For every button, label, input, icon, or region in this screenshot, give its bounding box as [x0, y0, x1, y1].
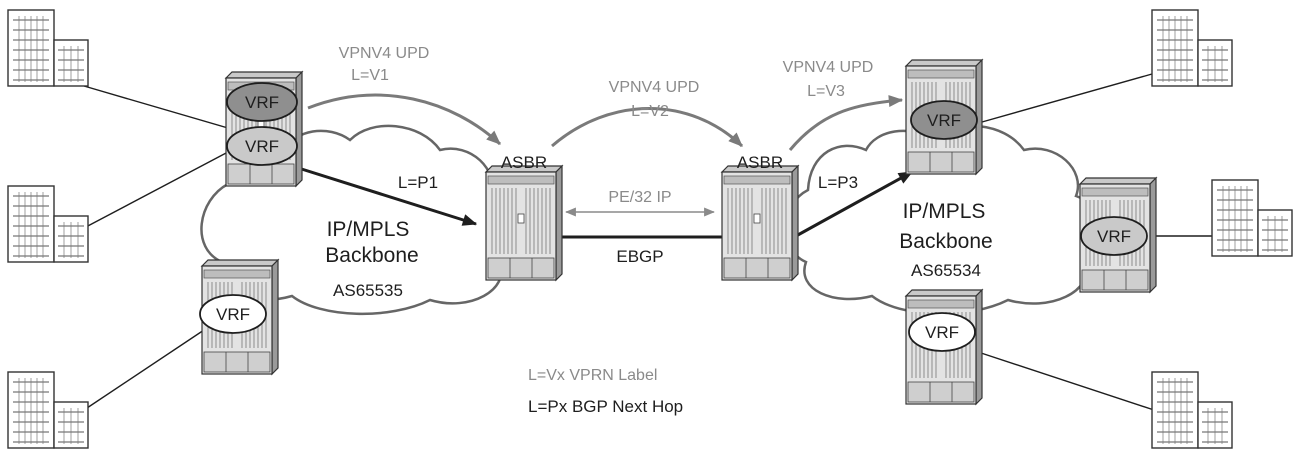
office-building-icon [7, 371, 89, 449]
vrf-label: VRF [245, 137, 279, 156]
office-building-icon [1151, 9, 1233, 87]
router-chassis-icon [485, 165, 563, 281]
vrf-label: VRF [927, 111, 961, 130]
vpnv4-v2-label: L=V2 [631, 103, 669, 120]
vrf-badge-dark [910, 100, 978, 140]
vpnv4-v3-label: L=V3 [807, 83, 845, 100]
router-chassis-icon [721, 165, 799, 281]
lp3-label: L=P3 [818, 173, 858, 192]
left-cloud-title: IP/MPLS [327, 218, 410, 241]
vpnv4-v3-title: VPNV4 UPD [783, 59, 874, 76]
router-pe-right-mid: VRF [1079, 177, 1157, 293]
asbr-right-label: ASBR [737, 153, 783, 172]
right-cloud-subtitle: Backbone [899, 230, 992, 253]
vrf-badge-light [1080, 216, 1148, 256]
link-bldg-tl [83, 85, 229, 129]
legend-vx: L=Vx VPRN Label [528, 367, 657, 384]
router-pe-right-bottom: VRF [905, 289, 983, 405]
vrf-badge-light [226, 126, 298, 166]
right-cloud-as: AS65534 [911, 261, 981, 280]
router-pe-left-bottom: VRF [199, 259, 279, 375]
left-cloud-subtitle: Backbone [325, 244, 418, 267]
vpnv4-v2-arrow [551, 107, 744, 148]
vpnv4-v2-title: VPNV4 UPD [609, 79, 700, 96]
vpnv4-v1-title: VPNV4 UPD [339, 45, 430, 62]
link-bldg-ml [83, 151, 229, 229]
vrf-label: VRF [245, 93, 279, 112]
router-asbr-right [721, 165, 799, 281]
vrf-label: VRF [216, 305, 250, 324]
office-building-icon [1211, 179, 1293, 257]
vrf-badge-white [199, 294, 267, 334]
link-bldg-bl [83, 329, 205, 411]
router-pe-left-top: VRF VRF [225, 71, 303, 187]
vpnv4-v3-arrow [788, 95, 904, 151]
office-building-icon [1151, 371, 1233, 449]
legend-px: L=Px BGP Next Hop [528, 397, 683, 416]
pe32-label: PE/32 IP [608, 189, 671, 206]
office-building-icon [7, 9, 89, 87]
access-links [83, 73, 1214, 411]
lp3-arrow [795, 170, 914, 238]
link-bldg-br [977, 351, 1155, 411]
asbr-left-label: ASBR [501, 153, 547, 172]
vpnv4-v1-label: L=V1 [351, 67, 389, 84]
left-cloud-as: AS65535 [333, 281, 403, 300]
vpnv4-v1-arrow [307, 93, 502, 146]
ebgp-label: EBGP [616, 247, 663, 266]
link-bldg-tr [981, 73, 1153, 123]
router-pe-right-top: VRF [905, 59, 983, 175]
vrf-badge-white [908, 312, 976, 352]
office-building-icon [7, 185, 89, 263]
vrf-label: VRF [1097, 227, 1131, 246]
lp1-arrow [291, 164, 478, 226]
router-asbr-left [485, 165, 563, 281]
vrf-label: VRF [925, 323, 959, 342]
vrf-badge-dark [226, 82, 298, 122]
right-cloud-title: IP/MPLS [903, 200, 986, 223]
lp1-label: L=P1 [398, 173, 438, 192]
